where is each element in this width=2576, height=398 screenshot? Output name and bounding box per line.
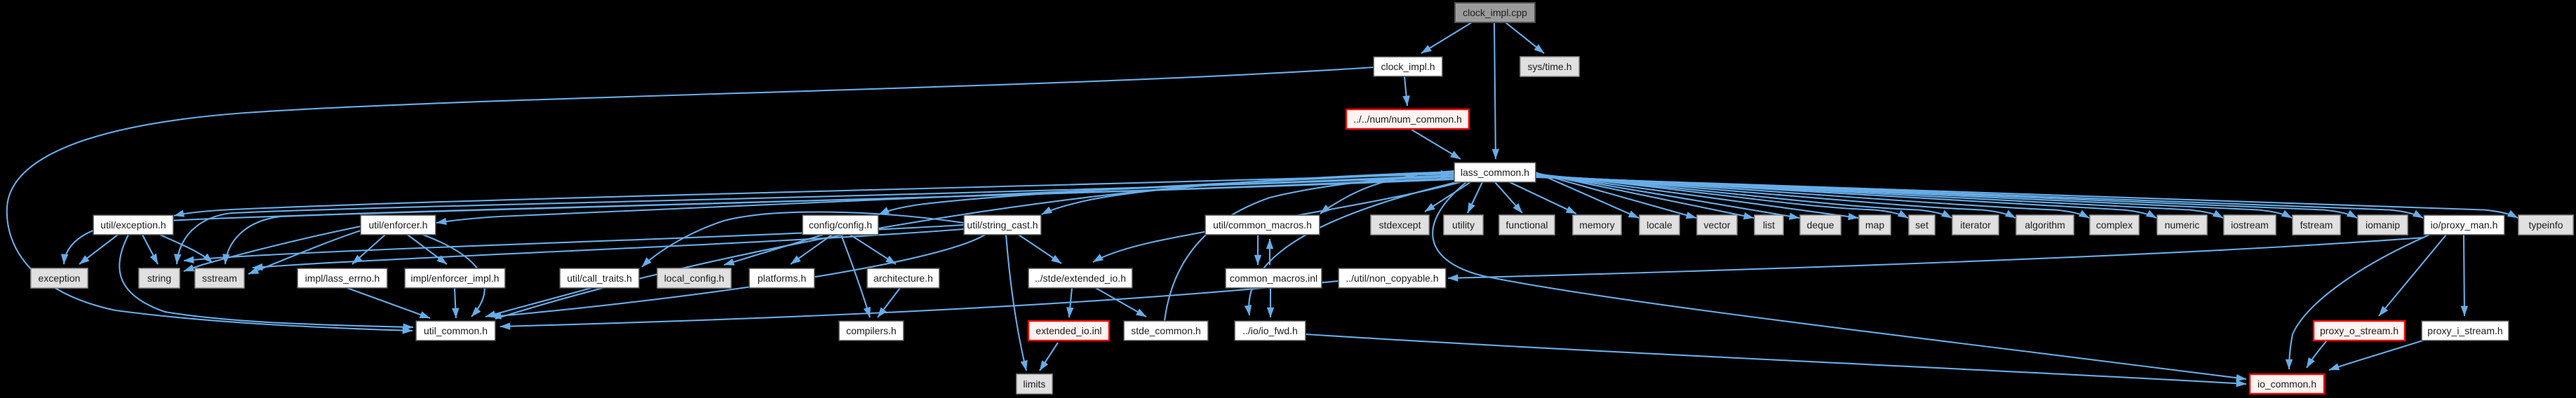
svg-text:impl/lass_errno.h: impl/lass_errno.h <box>305 273 380 284</box>
svg-text:stdexcept: stdexcept <box>1379 219 1421 231</box>
svg-text:../io/io_fwd.h: ../io/io_fwd.h <box>1242 325 1298 336</box>
svg-text:io/proxy_man.h: io/proxy_man.h <box>2431 219 2498 231</box>
svg-text:platforms.h: platforms.h <box>758 273 806 284</box>
svg-text:locale: locale <box>1646 219 1672 231</box>
svg-text:memory: memory <box>1579 219 1615 231</box>
svg-text:stde_common.h: stde_common.h <box>1131 325 1201 336</box>
svg-text:string: string <box>147 273 171 284</box>
svg-text:vector: vector <box>1703 219 1730 231</box>
svg-text:iomanip: iomanip <box>2366 219 2400 231</box>
svg-text:clock_impl.cpp: clock_impl.cpp <box>1463 7 1527 18</box>
svg-text:fstream: fstream <box>2300 219 2333 231</box>
svg-text:proxy_o_stream.h: proxy_o_stream.h <box>2320 325 2399 336</box>
svg-text:../../num/num_common.h: ../../num/num_common.h <box>1353 114 1462 125</box>
svg-text:complex: complex <box>2096 219 2133 231</box>
svg-text:clock_impl.h: clock_impl.h <box>1381 61 1435 72</box>
svg-text:util/string_cast.h: util/string_cast.h <box>967 219 1038 231</box>
svg-text:local_config.h: local_config.h <box>664 273 725 284</box>
svg-text:limits: limits <box>1024 378 1046 390</box>
svg-text:sys/time.h: sys/time.h <box>1527 61 1571 72</box>
svg-text:functional: functional <box>1506 219 1548 231</box>
svg-text:set: set <box>1915 219 1928 231</box>
svg-text:algorithm: algorithm <box>2025 219 2065 231</box>
svg-text:lass_common.h: lass_common.h <box>1461 167 1529 178</box>
svg-text:util/exception.h: util/exception.h <box>100 219 166 231</box>
svg-text:numeric: numeric <box>2165 219 2200 231</box>
svg-text:util/common_macros.h: util/common_macros.h <box>1213 219 1312 231</box>
svg-text:deque: deque <box>1807 219 1834 231</box>
svg-text:impl/enforcer_impl.h: impl/enforcer_impl.h <box>410 273 499 284</box>
svg-text:iterator: iterator <box>1960 219 1991 231</box>
svg-text:../stde/extended_io.h: ../stde/extended_io.h <box>1035 273 1126 284</box>
svg-text:list: list <box>1763 219 1775 231</box>
svg-text:config/config.h: config/config.h <box>809 219 872 231</box>
svg-text:map: map <box>1865 219 1884 231</box>
svg-text:proxy_i_stream.h: proxy_i_stream.h <box>2427 325 2502 336</box>
svg-text:exception: exception <box>39 273 81 284</box>
svg-text:extended_io.inl: extended_io.inl <box>1035 325 1101 336</box>
svg-text:iostream: iostream <box>2231 219 2269 231</box>
svg-text:util/call_traits.h: util/call_traits.h <box>567 273 632 284</box>
svg-text:io_common.h: io_common.h <box>2258 378 2316 390</box>
svg-text:util/enforcer.h: util/enforcer.h <box>368 219 427 231</box>
svg-text:utility: utility <box>1452 219 1475 231</box>
svg-text:../util/non_copyable.h: ../util/non_copyable.h <box>1346 273 1438 284</box>
svg-text:util_common.h: util_common.h <box>424 325 488 336</box>
svg-text:common_macros.inl: common_macros.inl <box>1230 273 1317 284</box>
svg-text:sstream: sstream <box>202 273 237 284</box>
svg-text:typeinfo: typeinfo <box>2528 219 2563 231</box>
svg-text:compilers.h: compilers.h <box>846 325 897 336</box>
svg-text:architecture.h: architecture.h <box>873 273 933 284</box>
